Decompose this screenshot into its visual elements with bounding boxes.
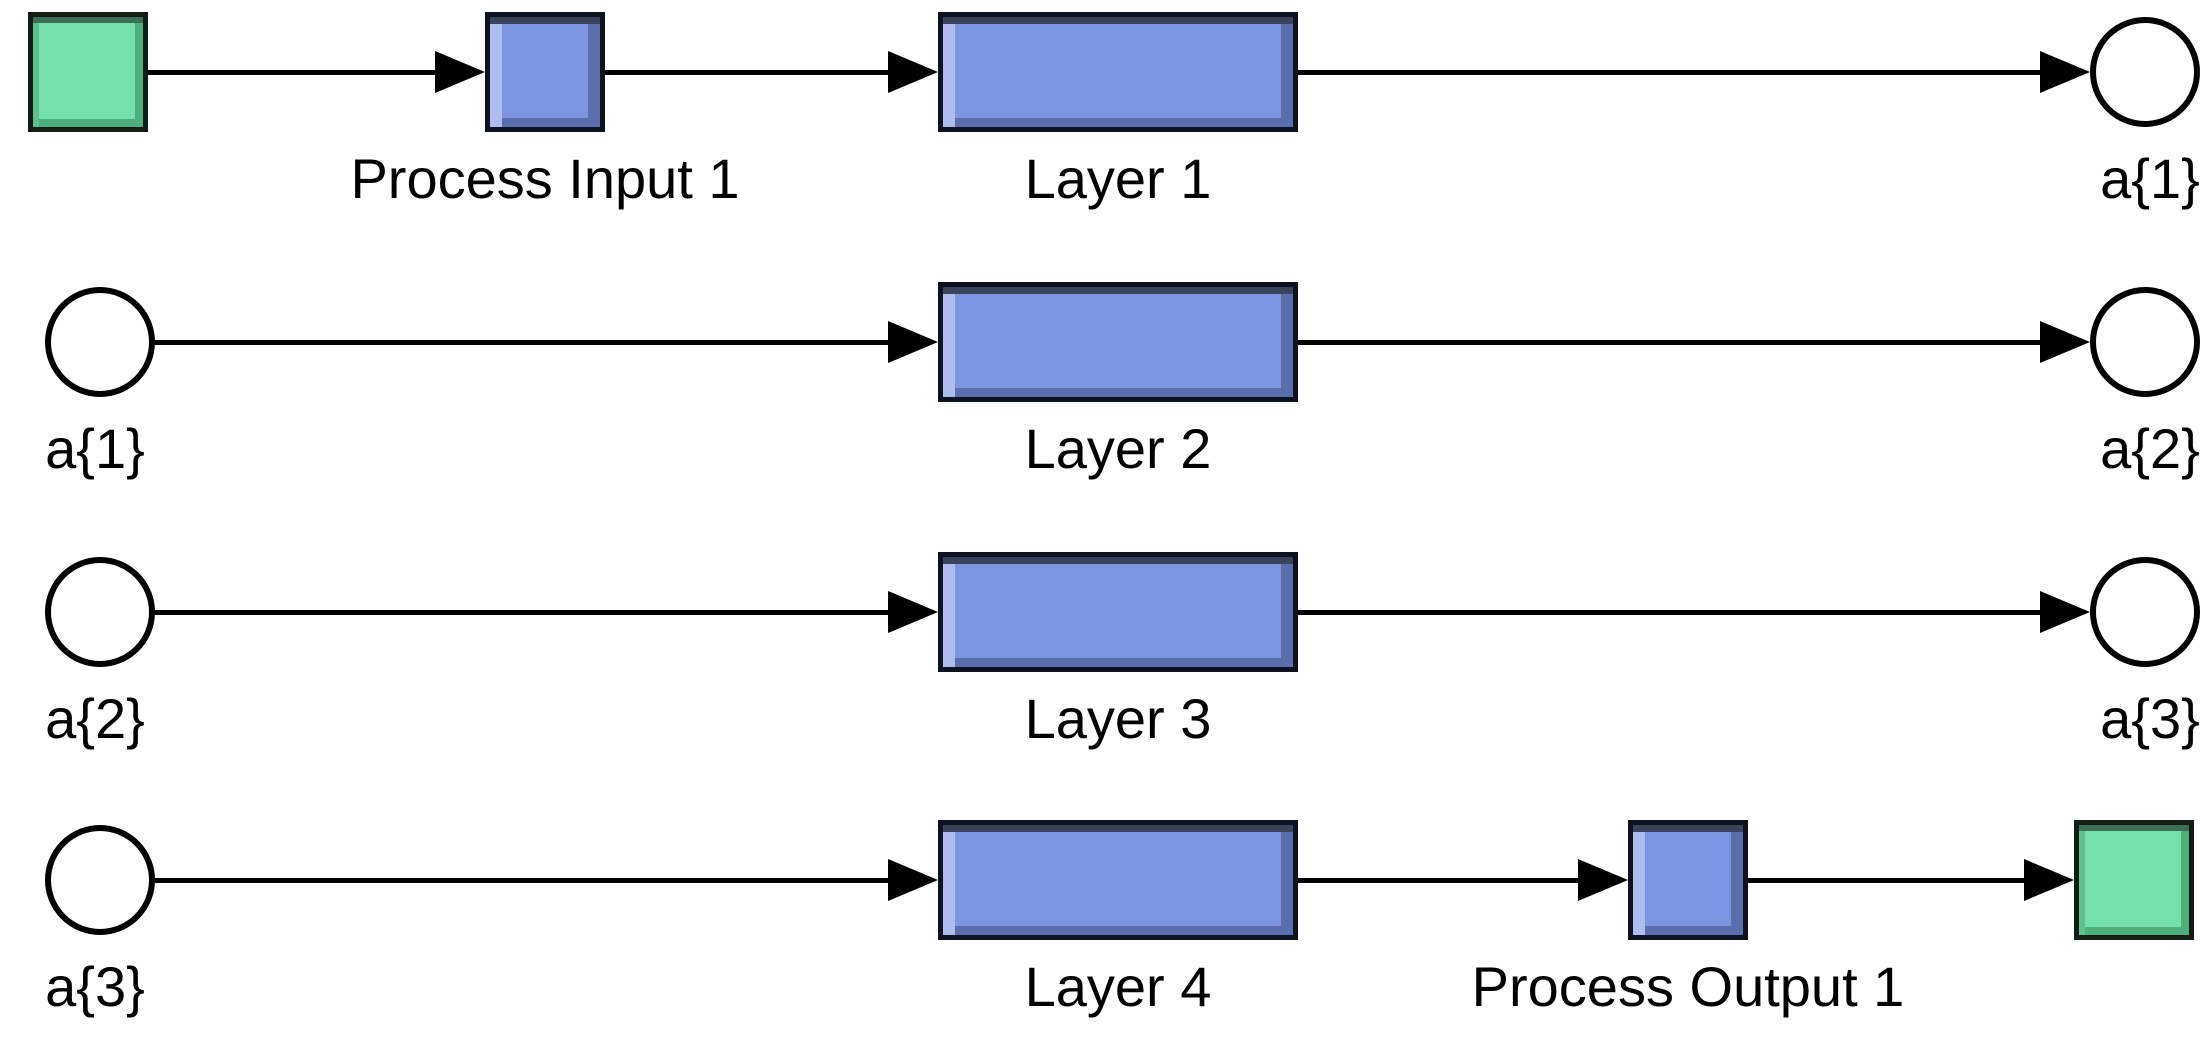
layer-2-block[interactable] — [938, 282, 1298, 402]
process-input-1-block[interactable] — [485, 12, 605, 132]
signal-circle-a1-in[interactable] — [45, 287, 155, 397]
process-output-1-block[interactable] — [1628, 820, 1748, 940]
signal-circle-a3-out[interactable] — [2090, 557, 2200, 667]
signal-line — [1298, 70, 2040, 75]
process-output-1-label: Process Output 1 — [1471, 955, 1905, 1018]
signal-a1-out-label: a{1} — [2100, 147, 2200, 210]
layer-4-block[interactable] — [938, 820, 1298, 940]
layer-1-block[interactable] — [938, 12, 1298, 132]
signal-circle-a3-in[interactable] — [45, 825, 155, 935]
signal-line — [155, 610, 888, 615]
signal-line — [148, 70, 435, 75]
output-marker-square[interactable] — [2074, 820, 2194, 940]
signal-line — [1298, 878, 1578, 883]
arrowhead-icon — [1578, 859, 1628, 901]
signal-a3-in-label: a{3} — [45, 955, 145, 1018]
layer-3-label: Layer 3 — [1024, 687, 1212, 750]
signal-circle-a1-out[interactable] — [2090, 17, 2200, 127]
arrowhead-icon — [888, 859, 938, 901]
layer-4-label: Layer 4 — [1024, 955, 1212, 1018]
signal-line — [1298, 340, 2040, 345]
arrowhead-icon — [2040, 591, 2090, 633]
signal-line — [155, 340, 888, 345]
signal-a2-in-label: a{2} — [45, 687, 145, 750]
arrowhead-icon — [435, 51, 485, 93]
signal-line — [155, 878, 888, 883]
process-input-1-label: Process Input 1 — [350, 147, 740, 210]
layer-3-block[interactable] — [938, 552, 1298, 672]
signal-line — [1748, 878, 2024, 883]
arrowhead-icon — [888, 591, 938, 633]
layer-2-label: Layer 2 — [1024, 417, 1212, 480]
arrowhead-icon — [2024, 859, 2074, 901]
signal-a1-in-label: a{1} — [45, 417, 145, 480]
input-marker-square[interactable] — [28, 12, 148, 132]
signal-a2-out-label: a{2} — [2100, 417, 2200, 480]
signal-circle-a2-in[interactable] — [45, 557, 155, 667]
signal-a3-out-label: a{3} — [2100, 687, 2200, 750]
signal-circle-a2-out[interactable] — [2090, 287, 2200, 397]
arrowhead-icon — [888, 321, 938, 363]
signal-line — [1298, 610, 2040, 615]
arrowhead-icon — [2040, 321, 2090, 363]
arrowhead-icon — [888, 51, 938, 93]
signal-line — [605, 70, 888, 75]
layer-1-label: Layer 1 — [1024, 147, 1212, 210]
arrowhead-icon — [2040, 51, 2090, 93]
